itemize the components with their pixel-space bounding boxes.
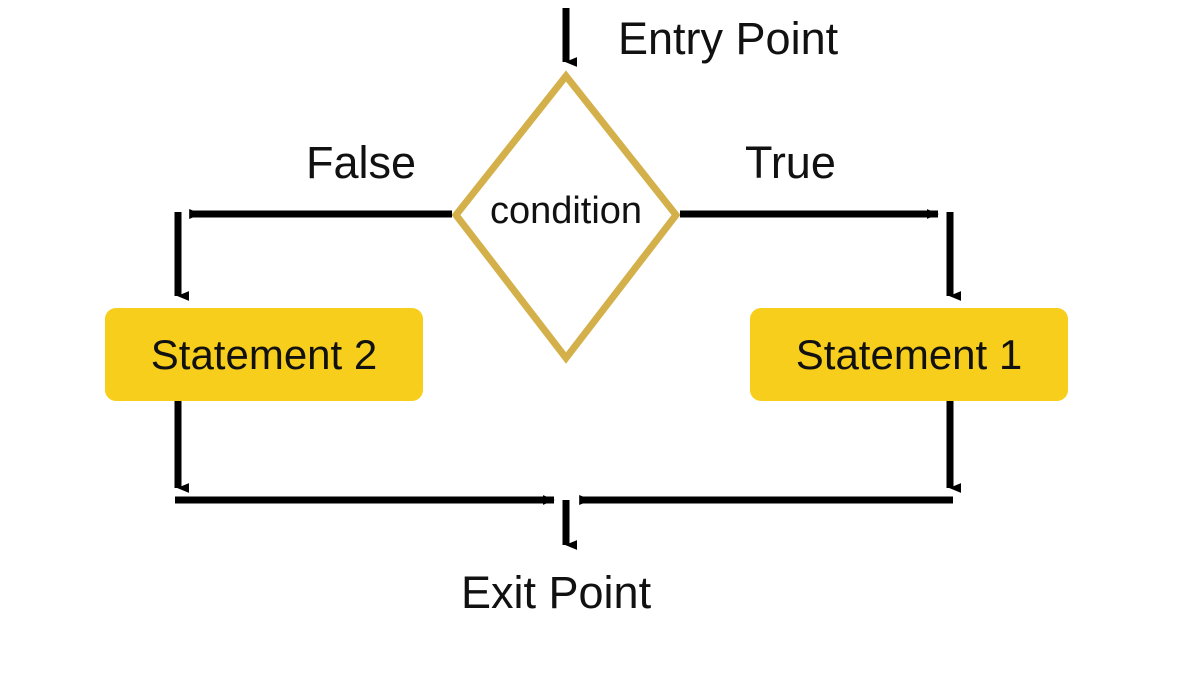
decision-diamond [451, 70, 681, 364]
statement-box-2: Statement 2 [105, 308, 423, 401]
statement-box-2-label: Statement 2 [150, 330, 378, 378]
statement-box-1: Statement 1 [750, 308, 1068, 401]
decision-label: condition [489, 190, 643, 232]
entry-point-label: Entry Point [618, 13, 839, 64]
branch-label-true: True [745, 137, 836, 188]
statement-box-1-label: Statement 1 [795, 330, 1023, 378]
exit-point-label: Exit Point [461, 567, 652, 618]
branch-label-false: False [306, 137, 417, 188]
